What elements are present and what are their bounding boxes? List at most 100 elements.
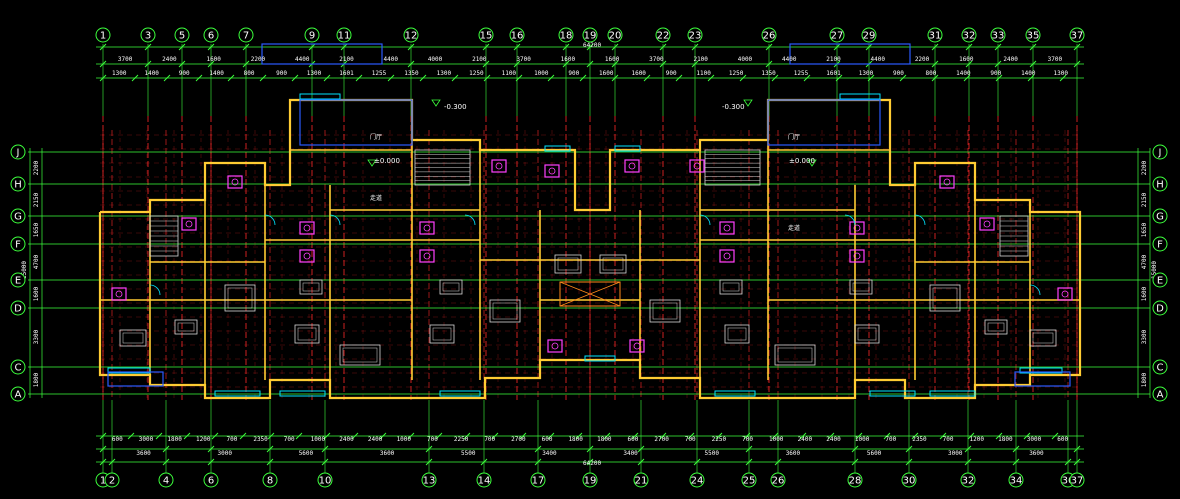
axis-bubble-label: 26 xyxy=(772,476,785,487)
dim-text-bottom-row1: 700 xyxy=(885,436,896,443)
axis-bubble-circle xyxy=(761,27,777,43)
furniture-inner xyxy=(122,332,144,344)
dim-tick xyxy=(715,432,723,440)
axis-bubble-circle xyxy=(10,300,26,316)
axis-bubble-circle xyxy=(203,472,219,488)
sanitary-fixture xyxy=(419,221,435,235)
dim-tick xyxy=(637,458,645,466)
dim-text-top-row2: 1255 xyxy=(372,70,387,77)
dim-text-top-row1: 4400 xyxy=(871,56,886,63)
dim-tick xyxy=(480,458,488,466)
dim-tick xyxy=(534,458,542,466)
dim-tick xyxy=(323,74,331,82)
dim-tick xyxy=(691,60,699,68)
dim-tick xyxy=(675,74,683,82)
dim-text-right: 4700 xyxy=(1141,254,1148,269)
axis-bubble-label: G xyxy=(14,212,22,223)
axis-bubble-label: 34 xyxy=(1010,476,1023,487)
axis-bubble-circle xyxy=(203,27,219,43)
furniture-inner xyxy=(852,282,870,292)
dim-text-bottom-row1: 1800 xyxy=(998,436,1013,443)
axis-bubble-top: 1 xyxy=(95,27,111,43)
dim-tick xyxy=(833,43,841,51)
dim-tick xyxy=(419,74,427,82)
furniture xyxy=(439,279,463,295)
axis-bubble-circle xyxy=(104,472,120,488)
dim-tick xyxy=(931,43,939,51)
dim-text-bottom-row1: 1800 xyxy=(568,436,583,443)
dim-tick xyxy=(519,432,527,440)
dim-text-top-row2: 1300 xyxy=(437,70,452,77)
axis-bubble-top: 29 xyxy=(861,27,877,43)
dim-tick xyxy=(207,458,215,466)
balcony xyxy=(107,371,164,387)
dim-tick xyxy=(931,74,939,82)
dim-tick xyxy=(707,74,715,82)
dim-tick xyxy=(562,60,570,68)
dim-text-top-row2: 900 xyxy=(990,70,1001,77)
dim-text-top-row2: 900 xyxy=(179,70,190,77)
axis-bubble-circle xyxy=(607,27,623,43)
axis-bubble-circle xyxy=(770,472,786,488)
dim-tick xyxy=(482,43,490,51)
dim-tick xyxy=(579,74,587,82)
dim-tick xyxy=(575,432,583,440)
sanitary-basin xyxy=(423,224,431,232)
dim-tick xyxy=(965,60,973,68)
dim-text-top-row1: 1600 xyxy=(206,56,221,63)
door-swing xyxy=(264,214,276,226)
door-swing xyxy=(844,214,856,226)
dim-tick xyxy=(693,458,701,466)
dim-tick xyxy=(611,60,619,68)
dim-text-top-row2: 800 xyxy=(925,70,936,77)
stair xyxy=(149,215,179,257)
dim-text-top-row2: 1600 xyxy=(599,70,614,77)
dim-text-top-row1: 4400 xyxy=(295,56,310,63)
dim-tick xyxy=(163,74,171,82)
axis-bubble-circle xyxy=(10,236,26,252)
axis-bubble-label: 15 xyxy=(480,31,493,42)
sanitary-fixture xyxy=(849,221,865,235)
dim-tick xyxy=(994,60,1002,68)
dim-tick xyxy=(964,458,972,466)
dim-tick xyxy=(743,432,751,440)
door-swing xyxy=(464,214,476,226)
dim-tick xyxy=(611,43,619,51)
dim-tick xyxy=(799,432,807,440)
dim-tick xyxy=(637,445,645,453)
axis-bubble-label: 29 xyxy=(863,31,876,42)
axis-bubble-bottom: 30 xyxy=(901,472,917,488)
dim-text-right-total: 15000 xyxy=(1151,261,1158,279)
dim-tick xyxy=(867,74,875,82)
sanitary-basin xyxy=(723,224,731,232)
furniture-inner xyxy=(432,327,452,341)
fixtures xyxy=(111,99,1073,366)
dim-text-bottom-row1: 1000 xyxy=(311,436,326,443)
dim-tick xyxy=(771,74,779,82)
dim-text-left-total: 15000 xyxy=(21,261,28,279)
dim-tick xyxy=(905,445,913,453)
dim-tick xyxy=(967,432,975,440)
dim-tick xyxy=(207,60,215,68)
dim-tick xyxy=(108,458,116,466)
dim-tick xyxy=(1073,43,1081,51)
dim-text-left: 3300 xyxy=(33,329,40,344)
dim-text-top-row1: 2100 xyxy=(693,56,708,63)
axis-bubble-label: 7 xyxy=(243,31,249,42)
axis-bubble-left: H xyxy=(10,176,26,192)
dim-text-bottom-row1: 1000 xyxy=(855,436,870,443)
window xyxy=(544,145,571,152)
sanitary-fixture xyxy=(491,159,507,173)
sanitary-basin xyxy=(115,290,123,298)
axis-bubble-circle xyxy=(901,472,917,488)
dim-tick xyxy=(827,432,835,440)
dim-text-bottom-row1: 2250 xyxy=(454,436,469,443)
axis-bubble-label: H xyxy=(1156,180,1164,191)
axis-bubble-bottom: 10 xyxy=(317,472,333,488)
axis-bubble-label: 28 xyxy=(849,476,862,487)
dim-text-bottom-row2: 5600 xyxy=(299,450,314,457)
dim-tick xyxy=(771,432,779,440)
furniture-inner xyxy=(857,327,877,341)
dim-tick xyxy=(803,74,811,82)
axis-bubble-circle xyxy=(1152,144,1168,160)
